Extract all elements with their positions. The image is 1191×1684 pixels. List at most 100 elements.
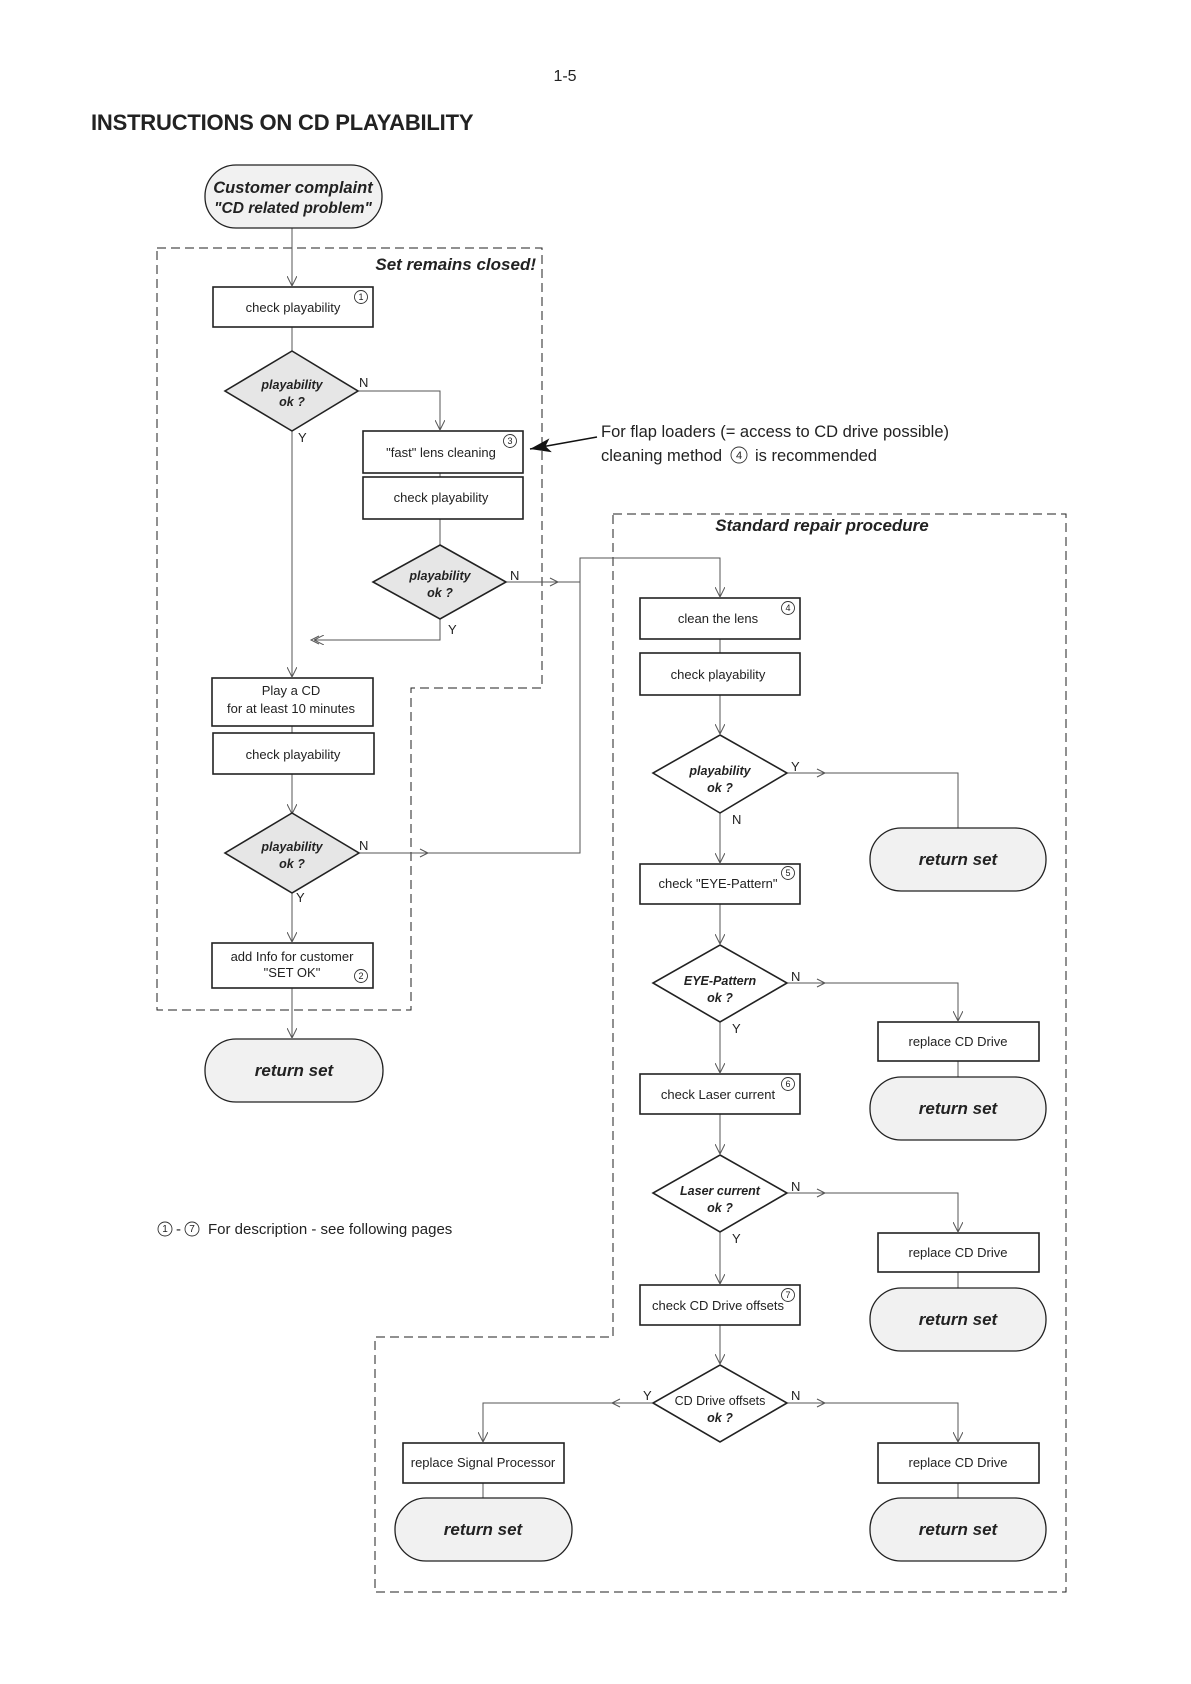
svg-text:CD Drive offsets: CD Drive offsets — [675, 1394, 766, 1408]
svg-text:N: N — [732, 812, 741, 827]
svg-text:N: N — [359, 838, 368, 853]
svg-text:check playability: check playability — [394, 490, 489, 505]
svg-text:replace CD Drive: replace CD Drive — [909, 1245, 1008, 1260]
replace-cd-drive-box-1: replace CD Drive — [877, 1021, 1040, 1062]
decision-playability-2: playability ok ? — [371, 544, 508, 620]
svg-text:Y: Y — [732, 1231, 741, 1246]
svg-text:EYE-Pattern: EYE-Pattern — [684, 974, 757, 988]
svg-text:Y: Y — [448, 622, 457, 637]
marker-2: 2 — [354, 969, 368, 983]
svg-text:check CD Drive offsets: check CD Drive offsets — [652, 1298, 784, 1313]
return-set-1: return set — [869, 827, 1047, 892]
return-set-2: return set — [869, 1076, 1047, 1141]
marker-3: 3 — [503, 434, 517, 448]
svg-text:4: 4 — [736, 450, 742, 462]
svg-text:cleaning method: cleaning method — [601, 447, 722, 465]
return-set-4: return set — [394, 1497, 573, 1562]
svg-text:ok ?: ok ? — [707, 991, 733, 1005]
svg-text:Y: Y — [732, 1021, 741, 1036]
page-title: INSTRUCTIONS ON CD PLAYABILITY — [91, 110, 474, 135]
decision-eye-pattern: EYE-Pattern ok ? — [651, 944, 789, 1023]
svg-text:Y: Y — [296, 890, 305, 905]
decision-cd-drive-offsets: CD Drive offsets ok ? — [651, 1364, 789, 1443]
connectors — [292, 228, 958, 1498]
svg-text:return set: return set — [919, 1520, 999, 1539]
decision-laser-current: Laser current ok ? — [651, 1154, 789, 1233]
svg-text:check playability: check playability — [246, 747, 341, 762]
check-playability-box-1: check playability — [212, 286, 374, 328]
svg-text:playability: playability — [260, 840, 323, 854]
svg-text:add Info for customer: add Info for customer — [231, 949, 355, 964]
svg-text:playability: playability — [408, 569, 471, 583]
check-eye-pattern-box: check "EYE-Pattern" — [639, 863, 801, 905]
svg-text:N: N — [791, 1388, 800, 1403]
add-info-box: add Info for customer "SET OK" — [211, 942, 374, 989]
svg-text:ok ?: ok ? — [279, 857, 305, 871]
svg-text:For description - see followin: For description - see following pages — [208, 1221, 452, 1238]
svg-text:7: 7 — [189, 1224, 195, 1235]
svg-text:return set: return set — [919, 1099, 999, 1118]
svg-text:is recommended: is recommended — [755, 447, 877, 465]
svg-text:-: - — [176, 1221, 181, 1238]
check-playability-box-4: check playability — [639, 652, 801, 696]
marker-7: 7 — [781, 1288, 795, 1302]
marker-6: 6 — [781, 1077, 795, 1091]
replace-cd-drive-box-2: replace CD Drive — [877, 1232, 1040, 1273]
svg-text:check "EYE-Pattern": check "EYE-Pattern" — [658, 876, 777, 891]
svg-text:check Laser current: check Laser current — [661, 1087, 776, 1102]
svg-text:Customer complaint: Customer complaint — [213, 179, 374, 197]
clean-lens-box: clean the lens — [639, 597, 801, 640]
svg-text:clean the lens: clean the lens — [678, 611, 759, 626]
svg-text:3: 3 — [507, 436, 512, 446]
svg-text:ok ?: ok ? — [707, 781, 733, 795]
page-number: 1-5 — [553, 68, 577, 85]
marker-1: 1 — [354, 290, 368, 304]
svg-text:replace Signal Processor: replace Signal Processor — [411, 1455, 556, 1470]
svg-text:N: N — [791, 969, 800, 984]
svg-text:replace CD Drive: replace CD Drive — [909, 1034, 1008, 1049]
svg-text:1: 1 — [162, 1224, 168, 1235]
note-pointer-arrow — [529, 436, 598, 453]
svg-text:check playability: check playability — [671, 667, 766, 682]
marker-5: 5 — [781, 866, 795, 880]
svg-text:playability: playability — [688, 764, 751, 778]
decision-playability-1: playability ok ? — [223, 350, 360, 432]
svg-text:for at least 10 minutes: for at least 10 minutes — [227, 701, 355, 716]
branch-labels: N Y N Y N Y Y N N Y N Y Y N — [296, 375, 800, 1403]
svg-text:7: 7 — [785, 1290, 790, 1300]
closed-region-border — [156, 247, 543, 1011]
standard-region-border — [374, 513, 1067, 1593]
replace-signal-processor-box: replace Signal Processor — [402, 1442, 565, 1484]
standard-region-label: Standard repair procedure — [715, 516, 929, 535]
svg-text:"SET OK": "SET OK" — [264, 965, 321, 980]
return-set-3: return set — [869, 1287, 1047, 1352]
svg-text:ok ?: ok ? — [707, 1201, 733, 1215]
play-cd-box: Play a CD for at least 10 minutes — [211, 677, 374, 727]
svg-text:ok ?: ok ? — [707, 1411, 733, 1425]
svg-text:playability: playability — [260, 378, 323, 392]
svg-text:ok ?: ok ? — [279, 395, 305, 409]
svg-text:4: 4 — [785, 603, 790, 613]
svg-text:2: 2 — [358, 971, 363, 981]
svg-text:Laser current: Laser current — [680, 1184, 761, 1198]
svg-text:N: N — [359, 375, 368, 390]
decision-playability-3: playability ok ? — [223, 812, 361, 894]
svg-text:For flap loaders (= access to: For flap loaders (= access to CD drive p… — [601, 423, 949, 441]
svg-text:N: N — [791, 1179, 800, 1194]
svg-text:Play a CD: Play a CD — [262, 683, 321, 698]
svg-text:return set: return set — [919, 1310, 999, 1329]
check-laser-current-box: check Laser current — [639, 1073, 801, 1115]
svg-text:N: N — [510, 568, 519, 583]
check-playability-box-3: check playability — [212, 732, 375, 775]
svg-text:replace CD Drive: replace CD Drive — [909, 1455, 1008, 1470]
decision-playability-4: playability ok ? — [651, 734, 789, 814]
svg-text:return set: return set — [444, 1520, 524, 1539]
footnote: 1 - 7 For description - see following pa… — [157, 1221, 452, 1238]
replace-cd-drive-box-3: replace CD Drive — [877, 1442, 1040, 1484]
check-playability-box-2: check playability — [362, 476, 524, 520]
svg-text:Y: Y — [643, 1388, 652, 1403]
closed-region-label: Set remains closed! — [375, 255, 536, 274]
svg-text:return set: return set — [255, 1061, 335, 1080]
svg-text:6: 6 — [785, 1079, 790, 1089]
